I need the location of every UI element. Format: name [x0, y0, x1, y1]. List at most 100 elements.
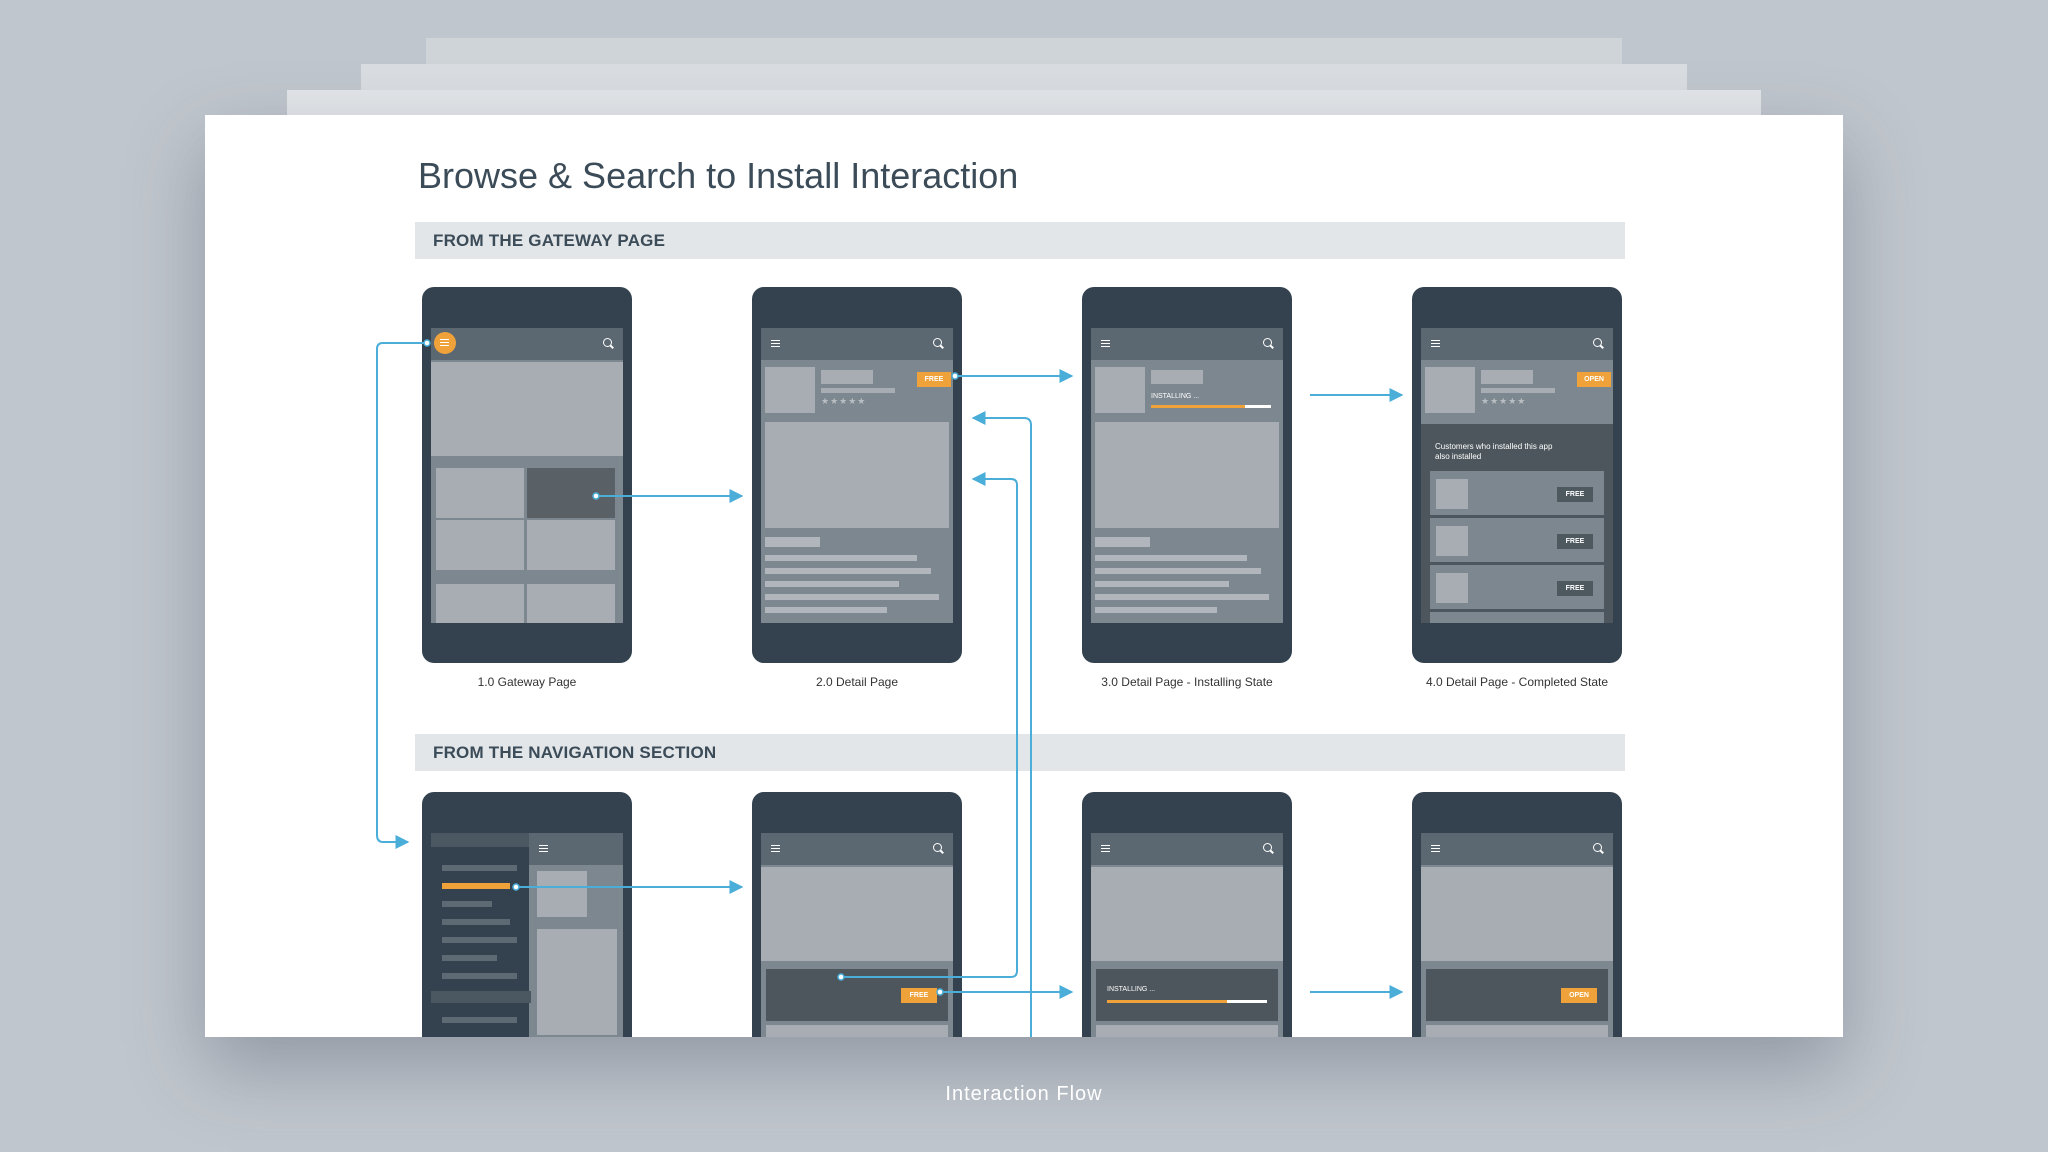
caption-detail: 2.0 Detail Page: [815, 675, 899, 689]
open-button[interactable]: OPEN: [1577, 372, 1611, 387]
tile[interactable]: [436, 520, 524, 570]
search-icon[interactable]: [1263, 843, 1272, 852]
text-heading-placeholder: [1095, 537, 1150, 547]
app-icon: [765, 367, 815, 413]
free-button[interactable]: FREE: [901, 988, 937, 1003]
section-label-gateway: FROM THE GATEWAY PAGE: [433, 231, 666, 250]
phone-navbar: [1421, 833, 1613, 865]
drawer-item[interactable]: [442, 1017, 517, 1023]
install-progress-fill: [1151, 405, 1245, 408]
hero-banner: [1091, 867, 1283, 961]
text-line: [765, 555, 917, 561]
phone-completed-state: ★★★★★ OPEN Customers who installed this …: [1412, 287, 1622, 663]
diagram-sheet: Browse & Search to Install Interaction F…: [205, 115, 1843, 1037]
drawer-divider: [431, 991, 531, 1003]
menu-icon[interactable]: [1101, 845, 1110, 852]
text-line: [765, 607, 887, 613]
phone-navbar: [529, 833, 623, 865]
install-progress-bar: [1107, 1000, 1267, 1003]
connector-origin-dot: [936, 988, 944, 996]
connector-vertical-to-detail: [971, 411, 1032, 1037]
phone-navbar: [761, 328, 953, 360]
drawer-item-selected[interactable]: [442, 883, 510, 889]
star-icon: ★★★★★: [821, 396, 867, 406]
hero-banner: [431, 362, 623, 456]
screenshot-placeholder: [1095, 422, 1279, 528]
app-icon: [1095, 367, 1145, 413]
tile[interactable]: [527, 520, 615, 570]
menu-icon[interactable]: [771, 845, 780, 852]
text-line: [765, 594, 939, 600]
drawer-item[interactable]: [442, 937, 517, 943]
app-title-placeholder: [1481, 370, 1533, 384]
phone-gateway-page: [422, 287, 632, 663]
recommendation-icon: [1436, 526, 1468, 556]
drawer-item[interactable]: [442, 865, 517, 871]
text-line: [1095, 555, 1247, 561]
phone-category-installing: INSTALLING ...: [1082, 792, 1292, 1037]
tile-selected[interactable]: [527, 468, 615, 518]
text-line: [1095, 594, 1269, 600]
drawer-header: [431, 833, 531, 847]
recommendations-heading: Customers who installed this app also in…: [1435, 442, 1553, 461]
tile[interactable]: [436, 584, 524, 623]
text-line: [765, 568, 931, 574]
connector-origin-dot: [592, 492, 600, 500]
diagram-title: Browse & Search to Install Interaction: [418, 155, 1019, 196]
connector-origin-dot: [837, 973, 845, 981]
section-band-navigation: FROM THE NAVIGATION SECTION: [415, 734, 1625, 771]
app-icon: [537, 871, 587, 917]
flow-connectors: [376, 339, 1404, 1037]
phone-navigation-drawer: [422, 792, 632, 1037]
drawer-item[interactable]: [442, 955, 497, 961]
menu-icon[interactable]: [539, 845, 548, 852]
footer-caption: Interaction Flow: [945, 1083, 1103, 1105]
free-button[interactable]: FREE: [917, 372, 951, 387]
search-icon[interactable]: [603, 338, 612, 347]
phone-installing-state: INSTALLING ...: [1082, 287, 1292, 663]
phone-navbar: [1091, 328, 1283, 360]
drawer-item[interactable]: [442, 973, 517, 979]
phone-navbar: [1091, 833, 1283, 865]
screenshot-placeholder: [537, 929, 617, 1035]
tile[interactable]: [436, 468, 524, 518]
search-icon[interactable]: [933, 338, 942, 347]
menu-icon[interactable]: [771, 340, 780, 347]
open-button[interactable]: OPEN: [1561, 988, 1597, 1003]
star-icon: ★★★★★: [1481, 396, 1527, 406]
search-icon[interactable]: [1263, 338, 1272, 347]
connector-origin-dot: [951, 372, 959, 380]
drawer-item[interactable]: [442, 901, 492, 907]
free-button[interactable]: FREE: [1557, 581, 1593, 596]
free-button[interactable]: FREE: [1557, 534, 1593, 549]
menu-highlight[interactable]: [434, 332, 456, 354]
menu-icon[interactable]: [1431, 845, 1440, 852]
hero-banner: [1421, 867, 1613, 961]
tile[interactable]: [527, 584, 615, 623]
phone-navbar: [431, 328, 623, 360]
menu-icon[interactable]: [1101, 340, 1110, 347]
search-icon[interactable]: [1593, 338, 1602, 347]
installing-label: INSTALLING ...: [1107, 986, 1156, 993]
app-subtitle-placeholder: [821, 388, 895, 393]
drawer-item[interactable]: [442, 919, 510, 925]
app-row[interactable]: [1096, 1025, 1278, 1037]
search-icon[interactable]: [1593, 843, 1602, 852]
menu-icon[interactable]: [1431, 340, 1440, 347]
phone-detail-page: ★★★★★ FREE: [752, 287, 962, 663]
recommendation-row[interactable]: [1430, 612, 1604, 623]
search-icon[interactable]: [933, 843, 942, 852]
app-row[interactable]: [1426, 1025, 1608, 1037]
phone-screen: [431, 328, 623, 623]
screenshot-placeholder: [765, 422, 949, 528]
installing-label: INSTALLING ...: [1151, 393, 1200, 400]
app-row[interactable]: [766, 1025, 948, 1037]
app-subtitle-placeholder: [1481, 388, 1555, 393]
phone-screen: INSTALLING ...: [1091, 833, 1283, 1037]
app-row-installing[interactable]: [1096, 969, 1278, 1021]
recommendation-icon: [1436, 479, 1468, 509]
phone-screen: ★★★★★ OPEN Customers who installed this …: [1421, 328, 1613, 623]
free-button[interactable]: FREE: [1557, 487, 1593, 502]
phone-navbar: [1421, 328, 1613, 360]
install-progress-fill: [1107, 1000, 1227, 1003]
